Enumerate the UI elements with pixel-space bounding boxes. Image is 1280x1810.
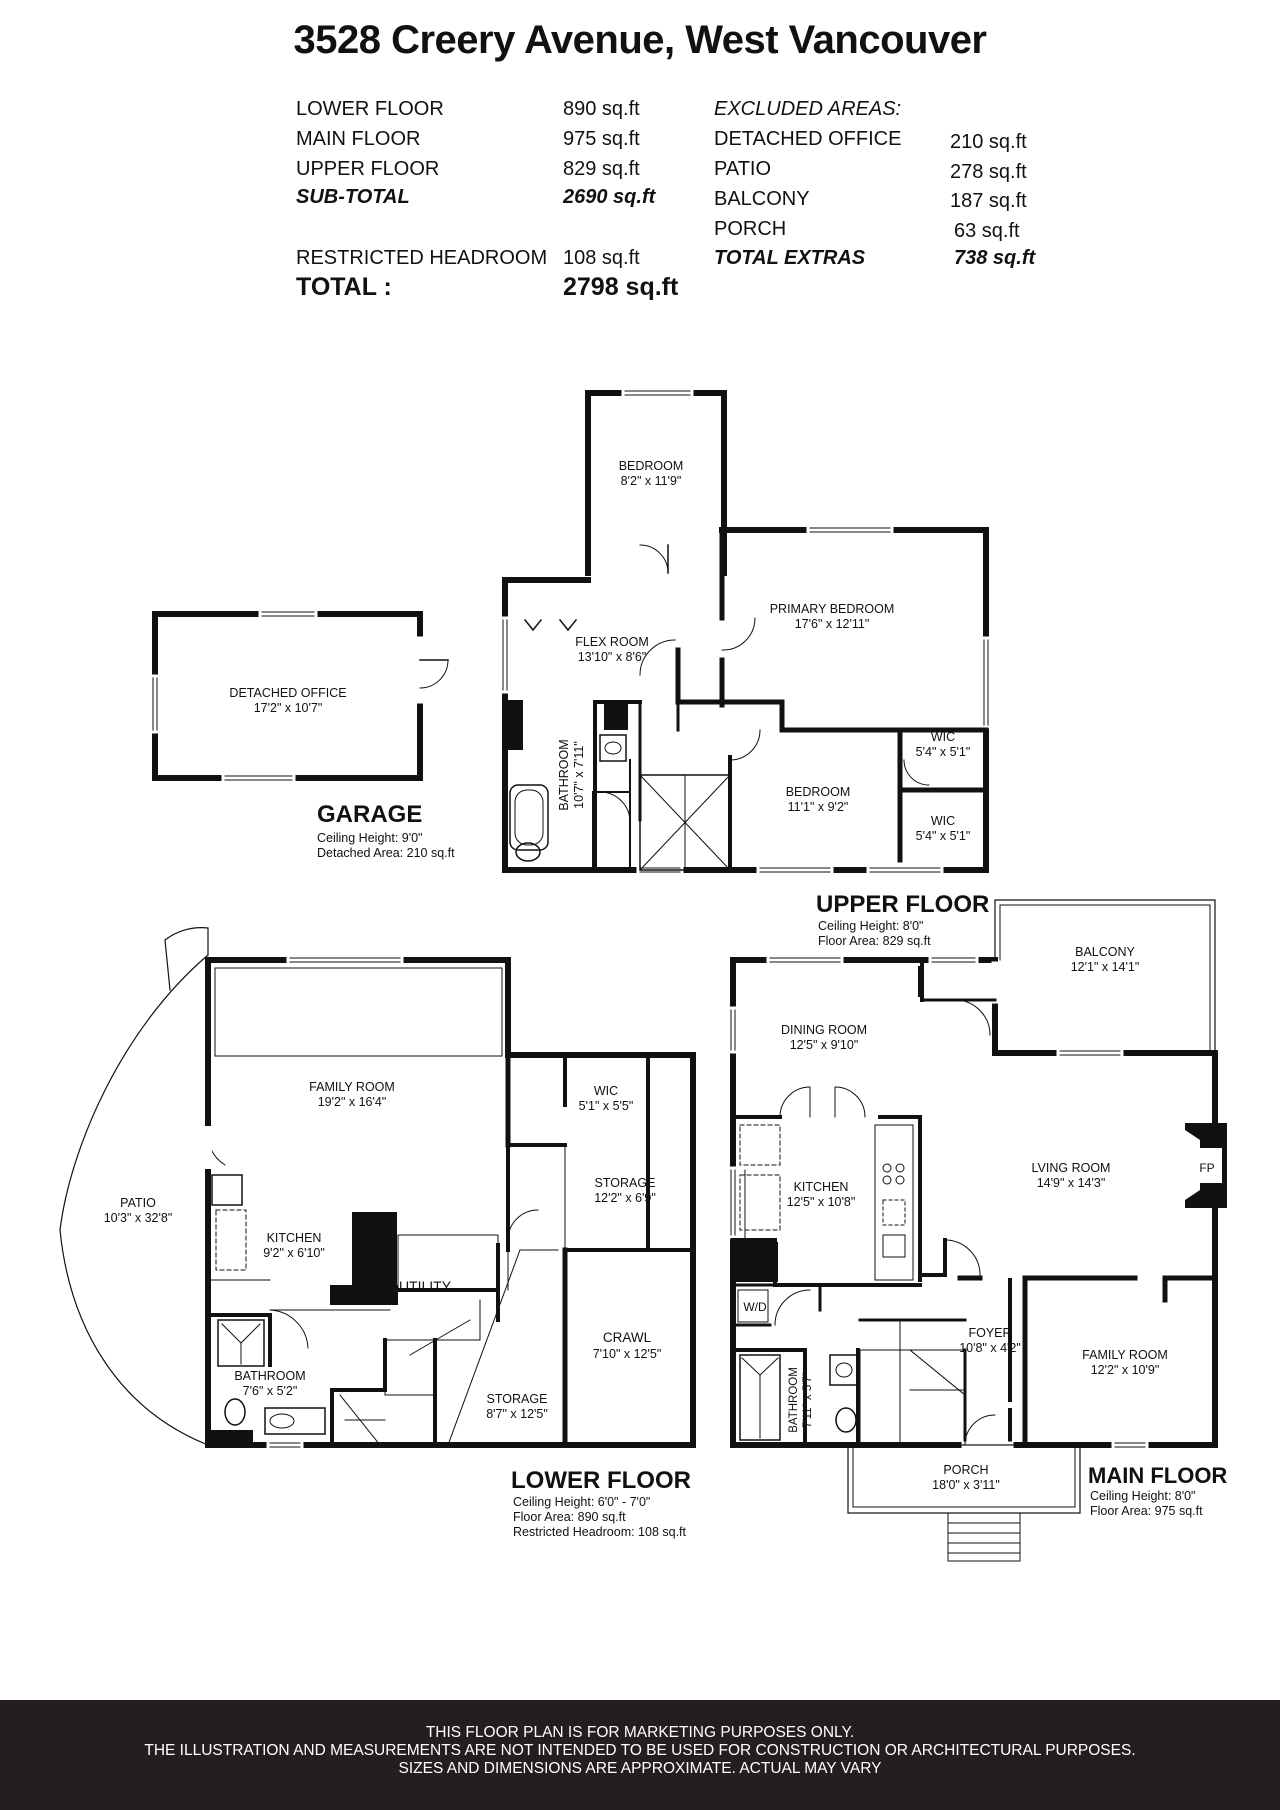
room-kitchen-name: KITCHEN [794, 1180, 849, 1194]
lower-floor-title: LOWER FLOOR [511, 1467, 691, 1494]
room-porch-dim: 18'0" x 3'11" [932, 1478, 1000, 1492]
patio-value: 278 sq.ft [950, 161, 1027, 183]
room-kitchen-dim: 12'5" x 10'8" [787, 1195, 856, 1209]
room-flex-dim: 13'10" x 8'6" [578, 650, 647, 664]
room-main-bath-dim: 7'11" x 5'7" [802, 1372, 814, 1428]
excluded-heading: EXCLUDED AREAS: [714, 98, 902, 120]
room-up-bedroom2-dim: 11'1" x 9'2" [788, 800, 849, 814]
total-label: TOTAL : [296, 273, 392, 301]
restricted-value: 108 sq.ft [563, 247, 640, 269]
room-storage2-dim: 8'7" x 12'5" [486, 1407, 548, 1421]
lower-floor-line1: Ceiling Height: 6'0" - 7'0" [513, 1495, 650, 1509]
room-crawl-name: CRAWL [603, 1330, 652, 1345]
detached-office-label: DETACHED OFFICE [714, 128, 902, 150]
room-fp-name: FP [1199, 1161, 1214, 1175]
room-low-wic-dim: 5'1" x 5'5" [579, 1099, 634, 1113]
room-main-family-dim: 12'2" x 10'9" [1091, 1363, 1160, 1377]
main-floor-line2: Floor Area: 975 sq.ft [1090, 1504, 1203, 1518]
lower-floor-plan [59, 927, 696, 1449]
upper-floor-value: 829 sq.ft [563, 158, 640, 180]
upper-floor-line1: Ceiling Height: 8'0" [818, 919, 924, 933]
room-up-bedroom1-name: BEDROOM [619, 459, 684, 473]
room-primary-name: PRIMARY BEDROOM [770, 602, 895, 616]
upper-floor-plan [501, 389, 990, 874]
disclaimer-line3: SIZES AND DIMENSIONS ARE APPROXIMATE. AC… [398, 1760, 882, 1777]
garage-line2: Detached Area: 210 sq.ft [317, 846, 455, 860]
lower-floor-line2: Floor Area: 890 sq.ft [513, 1510, 626, 1524]
restricted-label: RESTRICTED HEADROOM [296, 247, 548, 269]
room-utility-name: UTILITY [399, 1278, 452, 1294]
room-porch-name: PORCH [943, 1463, 988, 1477]
room-balcony-dim: 12'1" x 14'1" [1071, 960, 1140, 974]
room-low-bath-name: BATHROOM [234, 1369, 305, 1383]
room-low-bath-dim: 7'6" x 5'2" [243, 1384, 298, 1398]
disclaimer-line1: THIS FLOOR PLAN IS FOR MARKETING PURPOSE… [425, 1724, 855, 1741]
lower-floor-label: LOWER FLOOR [296, 98, 444, 120]
room-low-family-dim: 19'2" x 16'4" [318, 1095, 387, 1109]
room-foyer-name: FOYER [968, 1326, 1011, 1340]
upper-floor-title: UPPER FLOOR [816, 891, 989, 918]
room-wd-name: W/D [743, 1300, 767, 1314]
garage-line1: Ceiling Height: 9'0" [317, 831, 423, 845]
upper-floor-line2: Floor Area: 829 sq.ft [818, 934, 931, 948]
room-office-dim: 17'2" x 10'7" [254, 701, 323, 715]
page-title: 3528 Creery Avenue, West Vancouver [293, 18, 988, 62]
patio-label: PATIO [714, 158, 772, 180]
subtotal-value: 2690 sq.ft [563, 186, 656, 208]
room-office-name: DETACHED OFFICE [229, 686, 346, 700]
balcony-label: BALCONY [714, 188, 810, 210]
main-floor-line1: Ceiling Height: 8'0" [1090, 1489, 1196, 1503]
porch-label: PORCH [714, 218, 787, 240]
room-balcony-name: BALCONY [1075, 945, 1135, 959]
lower-floor-value: 890 sq.ft [563, 98, 640, 120]
room-up-bath-name: BATHROOM [557, 739, 571, 810]
upper-floor-label: UPPER FLOOR [296, 158, 440, 180]
room-patio-dim: 10'3" x 32'8" [104, 1211, 173, 1225]
room-crawl-dim: 7'10" x 12'5" [593, 1347, 662, 1361]
main-floor-value: 975 sq.ft [563, 128, 640, 150]
room-main-family-name: FAMILY ROOM [1082, 1348, 1168, 1362]
total-extras-value: 738 sq.ft [954, 247, 1036, 269]
porch-value: 63 sq.ft [954, 220, 1020, 242]
disclaimer-line2: THE ILLUSTRATION AND MEASUREMENTS ARE NO… [144, 1742, 1136, 1759]
room-living-dim: 14'9" x 14'3" [1037, 1176, 1106, 1190]
main-floor-label: MAIN FLOOR [296, 128, 421, 150]
room-wic1-name: WIC [931, 730, 955, 744]
room-low-family-name: FAMILY ROOM [309, 1080, 395, 1094]
main-floor-title: MAIN FLOOR [1088, 1463, 1227, 1488]
subtotal-label: SUB-TOTAL [296, 186, 410, 208]
room-storage2-name: STORAGE [487, 1392, 548, 1406]
room-patio-name: PATIO [120, 1196, 156, 1210]
room-living-name: LVING ROOM [1032, 1161, 1111, 1175]
detached-office-plan [151, 610, 449, 782]
room-dining-dim: 12'5" x 9'10" [790, 1038, 859, 1052]
room-up-bedroom1-dim: 8'2" x 11'9" [621, 474, 682, 488]
room-wic1-dim: 5'4" x 5'1" [916, 745, 971, 759]
room-low-kitchen-dim: 9'2" x 6'10" [263, 1246, 325, 1260]
room-flex-name: FLEX ROOM [575, 635, 649, 649]
room-storage1-name: STORAGE [595, 1176, 656, 1190]
room-dining-name: DINING ROOM [781, 1023, 867, 1037]
balcony-value: 187 sq.ft [950, 190, 1027, 212]
floor-plan: DETACHED OFFICE 17'2" x 10'7" BEDROOM 8'… [59, 389, 1227, 1562]
detached-office-value: 210 sq.ft [950, 131, 1027, 153]
room-wic2-dim: 5'4" x 5'1" [916, 829, 971, 843]
garage-title: GARAGE [317, 801, 422, 828]
lower-floor-line3: Restricted Headroom: 108 sq.ft [513, 1525, 687, 1539]
room-low-wic-name: WIC [594, 1084, 618, 1098]
room-main-bath-name: BATHROOM [788, 1367, 800, 1433]
total-extras-label: TOTAL EXTRAS [714, 247, 866, 269]
room-up-bath-dim: 10'7" x 7'11" [572, 741, 586, 809]
room-primary-dim: 17'6" x 12'11" [795, 617, 870, 631]
room-storage1-dim: 12'2" x 6'9" [594, 1191, 656, 1205]
total-value: 2798 sq.ft [563, 273, 679, 301]
disclaimer-footer: THIS FLOOR PLAN IS FOR MARKETING PURPOSE… [0, 1700, 1280, 1810]
main-floor-plan [729, 899, 1227, 1562]
room-wic2-name: WIC [931, 814, 955, 828]
room-up-bedroom2-name: BEDROOM [786, 785, 851, 799]
room-low-kitchen-name: KITCHEN [267, 1231, 322, 1245]
room-foyer-dim: 10'8" x 4'2" [959, 1341, 1021, 1355]
